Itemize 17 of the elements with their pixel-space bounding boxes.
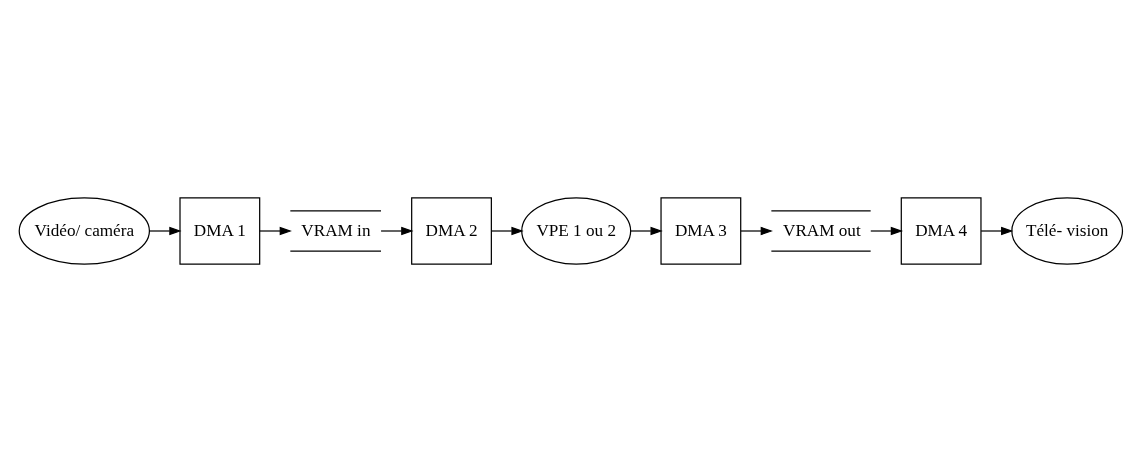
arrow: [149, 226, 182, 236]
arrow: [740, 226, 773, 236]
arrow: [490, 226, 524, 236]
arrow: [630, 226, 663, 236]
node-box: DMA 3: [660, 197, 742, 265]
node-box: DMA 4: [900, 197, 982, 265]
arrow: [259, 226, 292, 236]
node-ellipse: Vidéo/ caméra: [18, 197, 151, 265]
node-text: VRAM out: [783, 221, 861, 241]
node-box: DMA 1: [179, 197, 261, 265]
node-box: DMA 2: [411, 197, 492, 265]
node-ellipse: Télé- vision: [1011, 197, 1124, 265]
arrow: [980, 226, 1014, 236]
arrow: [870, 226, 904, 236]
node-ellipse: VPE 1 ou 2: [521, 197, 632, 265]
arrow: [380, 226, 414, 236]
node-text: VRAM in: [301, 221, 371, 241]
